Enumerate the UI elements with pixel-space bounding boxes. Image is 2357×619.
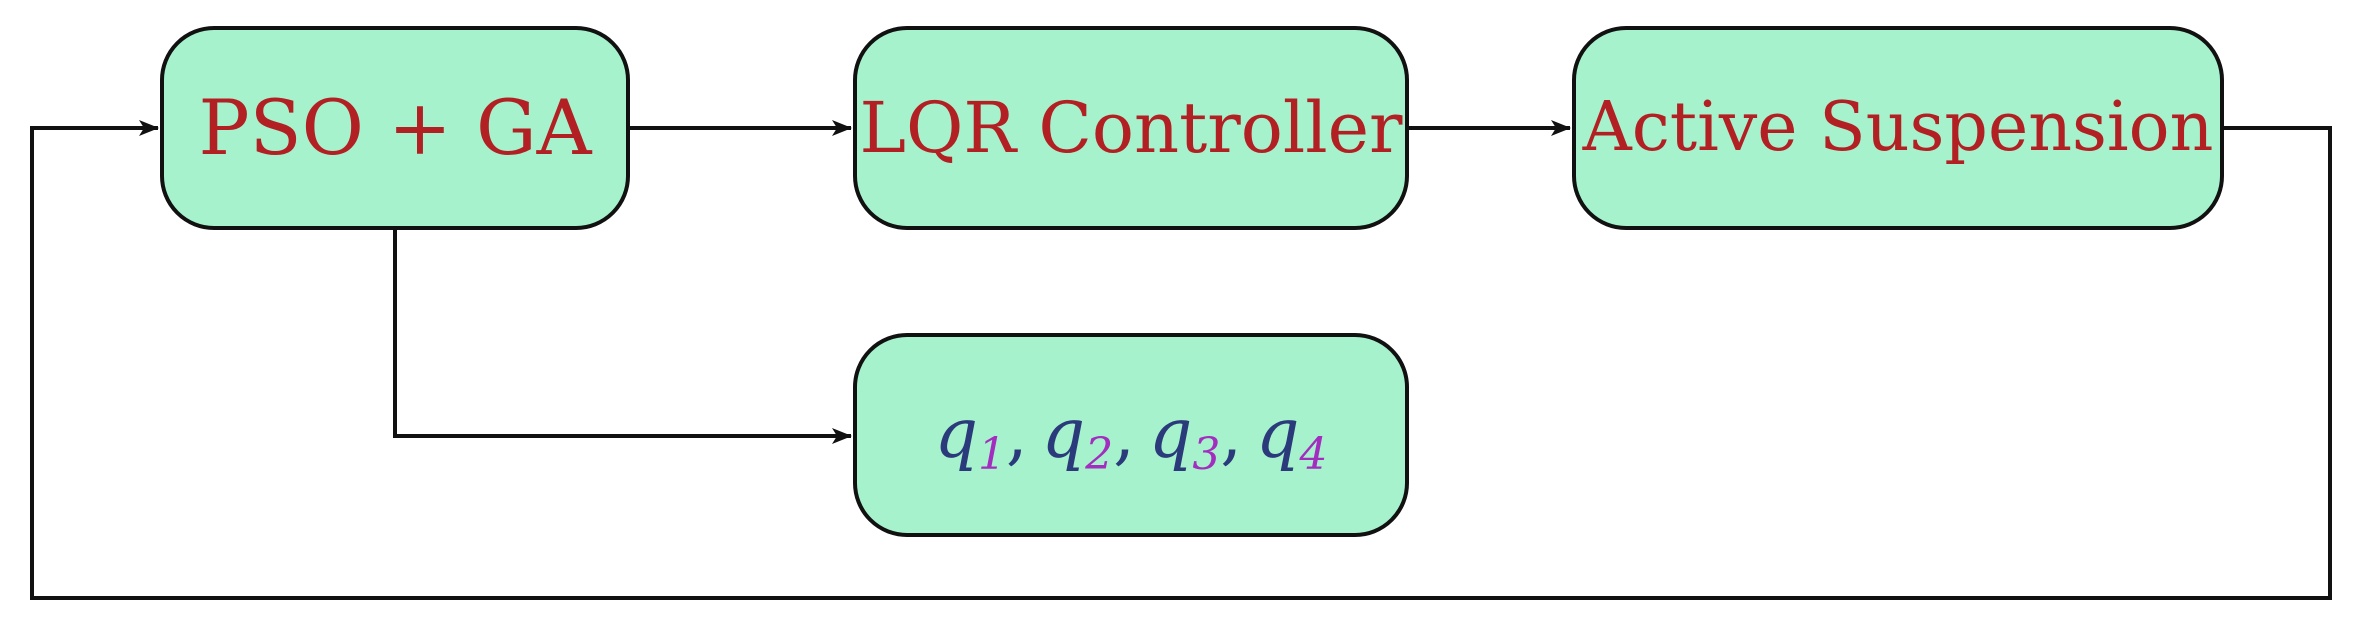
weight-var: q	[934, 395, 979, 474]
edge-pso-to-weights	[393, 230, 852, 444]
weight-subscript: 4	[1299, 429, 1328, 480]
weight-separator: ,	[1113, 395, 1135, 474]
weight-var: q	[1255, 395, 1300, 474]
pso-ga-block: PSO + GA	[160, 26, 630, 230]
pso-ga-label: PSO + GA	[198, 83, 592, 172]
weight-var: q	[1148, 395, 1193, 474]
lqr-controller-label: LQR Controller	[859, 87, 1403, 169]
weight-var: q	[1041, 395, 1086, 474]
weight-separator: ,	[1220, 395, 1242, 474]
weight-subscript: 2	[1085, 429, 1114, 480]
weight-separator: ,	[1006, 395, 1028, 474]
active-suspension-block: Active Suspension	[1572, 26, 2224, 230]
active-suspension-label: Active Suspension	[1582, 88, 2214, 167]
lqr-controller-block: LQR Controller	[853, 26, 1409, 230]
weight-subscript: 3	[1192, 429, 1221, 480]
weight-subscript: 1	[978, 429, 1007, 480]
edge-feedback-loop	[30, 120, 2332, 600]
